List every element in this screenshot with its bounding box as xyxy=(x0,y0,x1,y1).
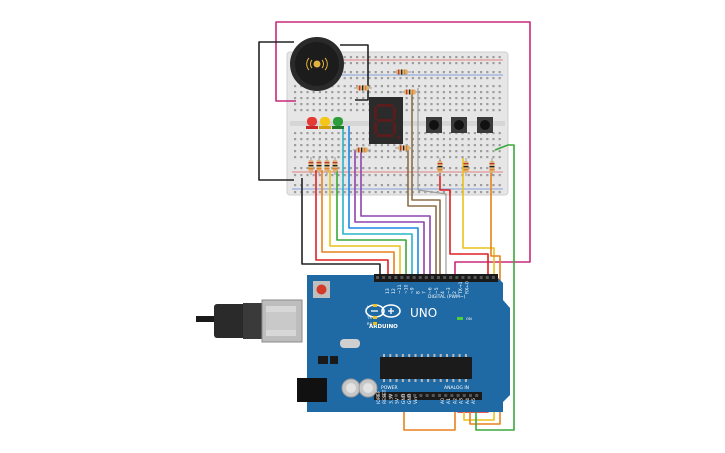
pin-label: GND xyxy=(407,393,413,404)
wire-yellow xyxy=(329,170,401,280)
l-label: L xyxy=(367,304,370,309)
pin-label: ~5 xyxy=(434,287,440,294)
wire-green xyxy=(336,170,407,280)
button-3 xyxy=(477,117,493,133)
button-2 xyxy=(451,117,467,133)
wire-black-gnd xyxy=(258,41,294,181)
pin-label: 4 xyxy=(440,291,446,294)
pin-label: ~9 xyxy=(409,287,415,294)
pin-label: RESET xyxy=(382,389,388,404)
pin-label: 2 xyxy=(452,291,458,294)
on-label: ON xyxy=(466,316,472,321)
wire-purple-2 xyxy=(360,150,431,280)
wire-blue xyxy=(348,126,419,280)
pin-label: TX→1 xyxy=(458,281,464,295)
pin-label: ~10 xyxy=(403,284,409,294)
model-label: UNO xyxy=(410,306,437,320)
pin-label: ~3 xyxy=(446,287,452,294)
pin-label: 3.3V xyxy=(388,393,394,404)
pin-label: A0 xyxy=(440,398,446,404)
buzzer[interactable] xyxy=(290,37,344,91)
pin-label: 13 xyxy=(385,288,391,294)
wire-brown-1 xyxy=(411,90,441,280)
wire-purple-1 xyxy=(354,150,425,280)
pin-label: GND xyxy=(401,393,407,404)
push-buttons[interactable] xyxy=(426,117,493,133)
pin-label: A2 xyxy=(452,398,458,404)
pin-label: ~11 xyxy=(397,284,403,294)
led-yellow xyxy=(319,117,331,129)
analog-header-label: ANALOG IN xyxy=(444,385,469,391)
pin-label: ~6 xyxy=(428,287,434,294)
rx-label: RX xyxy=(367,321,373,326)
wire-cyan xyxy=(342,126,413,280)
wire-black-arduino xyxy=(301,178,381,280)
seven-segment-display xyxy=(369,97,403,144)
wire-red xyxy=(315,170,389,280)
pin-label: 5V xyxy=(395,397,401,404)
pin-label: 7 xyxy=(422,291,428,294)
tx-label: TX xyxy=(366,315,372,320)
wire-gray xyxy=(417,88,447,280)
pin-label: 12 xyxy=(391,288,397,294)
pin-label: Vin xyxy=(413,397,419,404)
power-header-label: POWER xyxy=(381,385,398,391)
wire-orange xyxy=(321,170,395,280)
brand-label: ARDUINO xyxy=(369,324,398,330)
arduino-uno-board: ARDUINO UNO DIGITAL (PWM~) POWER ANALOG … xyxy=(196,274,510,412)
wire-brown-2 xyxy=(407,150,437,280)
led-group xyxy=(306,117,344,129)
pin-label: A4 xyxy=(465,398,471,404)
digital-header-label: DIGITAL (PWM~) xyxy=(428,294,466,300)
button-1 xyxy=(426,117,442,133)
usb-cable xyxy=(196,299,303,343)
pin-label: A5 xyxy=(471,398,477,404)
wire-green-right xyxy=(475,144,515,431)
resistors xyxy=(308,69,495,176)
wire-magenta xyxy=(275,21,531,280)
pin-label: A1 xyxy=(446,398,452,404)
pin-label: A3 xyxy=(459,398,465,404)
led-red xyxy=(306,117,318,129)
wire-orange-bottom xyxy=(403,396,456,431)
pin-label: RX←0 xyxy=(464,281,470,294)
pin-label: IOREF xyxy=(376,390,382,404)
led-green xyxy=(332,117,344,129)
breadboard-holes xyxy=(294,56,501,194)
wire-black-buzzer xyxy=(340,44,369,101)
pin-label: 8 xyxy=(416,291,422,294)
